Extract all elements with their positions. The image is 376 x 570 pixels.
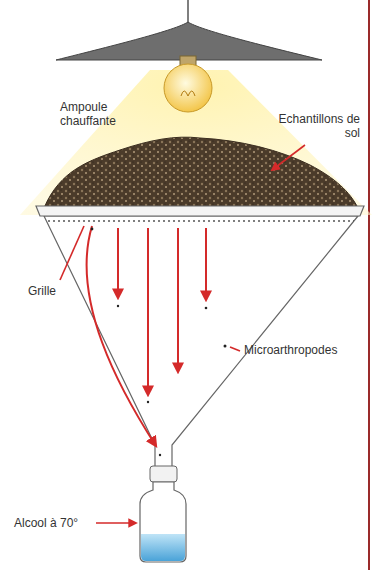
funnel xyxy=(44,216,358,468)
bulb-filament xyxy=(181,91,195,96)
microarthropod-label: Microarthropodes xyxy=(244,343,359,357)
lamp-cord xyxy=(187,0,189,24)
soil-samples xyxy=(44,137,358,208)
grid xyxy=(48,220,354,222)
grid-label: Grille xyxy=(28,284,88,298)
lamp-shade xyxy=(56,22,322,60)
heating-bulb xyxy=(164,64,212,112)
frame-line xyxy=(368,0,370,570)
alcohol-label: Alcool à 70° xyxy=(14,516,98,530)
leader-lines xyxy=(60,145,305,523)
soil-label: Echantillons de sol xyxy=(270,112,360,140)
microarthropods xyxy=(91,228,227,457)
alcohol-bottle xyxy=(140,466,186,562)
lamp-label: Ampoule chauffante xyxy=(60,100,140,128)
migration-arrows xyxy=(87,226,206,446)
funnel-rim xyxy=(36,206,364,216)
